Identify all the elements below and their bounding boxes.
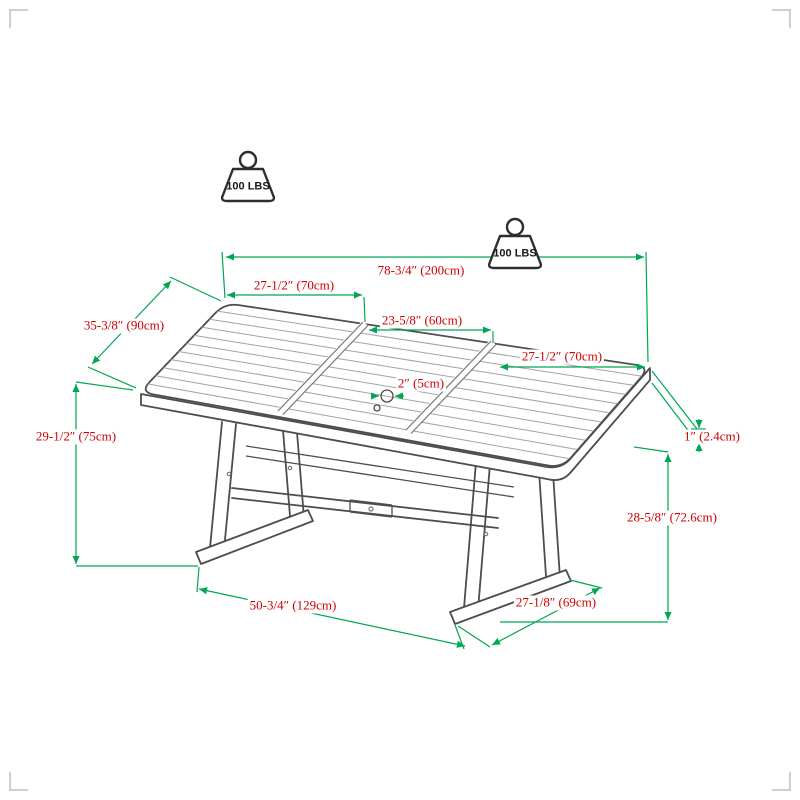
dim-top-thickness: 1″ (2.4cm) — [682, 428, 742, 445]
weight-icon-2 — [487, 217, 543, 270]
dim-section-left: 27-1/2″ (70cm) — [251, 277, 337, 294]
weight-body-icon — [220, 167, 276, 203]
dim-leg-height: 28-5/8″ (72.6cm) — [625, 509, 719, 526]
tabletop-surface — [144, 303, 646, 467]
corner-marks — [9, 9, 791, 791]
umbrella-hole — [380, 389, 394, 403]
dim-section-right: 27-1/2″ (70cm) — [519, 348, 605, 365]
dim-overall-length: 78-3/4″ (200cm) — [375, 262, 467, 279]
tabletop — [140, 303, 651, 481]
dim-table-height: 29-1/2″ (75cm) — [33, 428, 119, 445]
dim-section-middle: 23-5/8″ (60cm) — [379, 312, 465, 329]
weight-icon-1 — [220, 150, 276, 203]
weight-body-icon — [487, 234, 543, 270]
left-foot — [195, 509, 314, 565]
tabletop-edge — [140, 367, 651, 481]
leaf-dividers — [277, 320, 497, 434]
umbrella-hole-small — [373, 404, 381, 412]
weight-ring-icon — [238, 150, 258, 170]
weight-capacity-label-1: 100 LBS — [226, 180, 270, 193]
dim-table-depth: 35-3/8″ (90cm) — [81, 317, 167, 334]
weight-ring-icon — [505, 217, 525, 237]
dim-base-length: 50-3/4″ (129cm) — [247, 597, 339, 614]
dim-umbrella-hole: 2″ (5cm) — [395, 375, 447, 392]
dimension-lines — [72, 251, 706, 650]
weight-capacity-label-2: 100 LBS — [493, 247, 537, 260]
dim-base-depth: 27-1/8″ (69cm) — [513, 594, 599, 611]
